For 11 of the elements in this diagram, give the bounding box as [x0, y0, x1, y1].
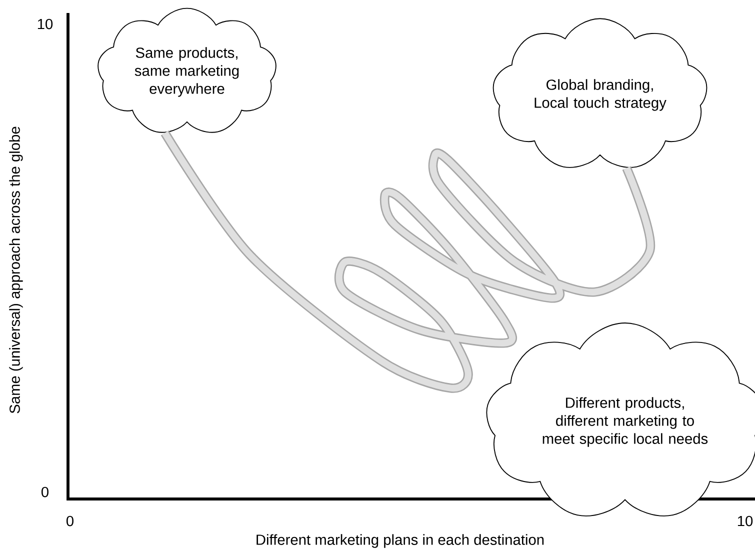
tick-label: 10	[738, 516, 753, 526]
ribbon-curve	[160, 130, 655, 393]
cloud: Global branding, Local touch strategy	[492, 18, 708, 168]
cloud: Different products, different marketing to meet specific local needs	[486, 322, 755, 516]
tick-label: 0	[41, 486, 48, 498]
axis-title: Same (universal) approach across the globe	[9, 126, 23, 414]
tick-label: 10	[38, 18, 53, 30]
cloud: Same products, same marketing everywhere	[98, 8, 276, 133]
tick-label: 0	[66, 516, 74, 526]
axis-title: Different marketing plans in each destination	[256, 534, 544, 548]
node-label: Different products, different marketing to meet specific local needs	[542, 397, 708, 447]
